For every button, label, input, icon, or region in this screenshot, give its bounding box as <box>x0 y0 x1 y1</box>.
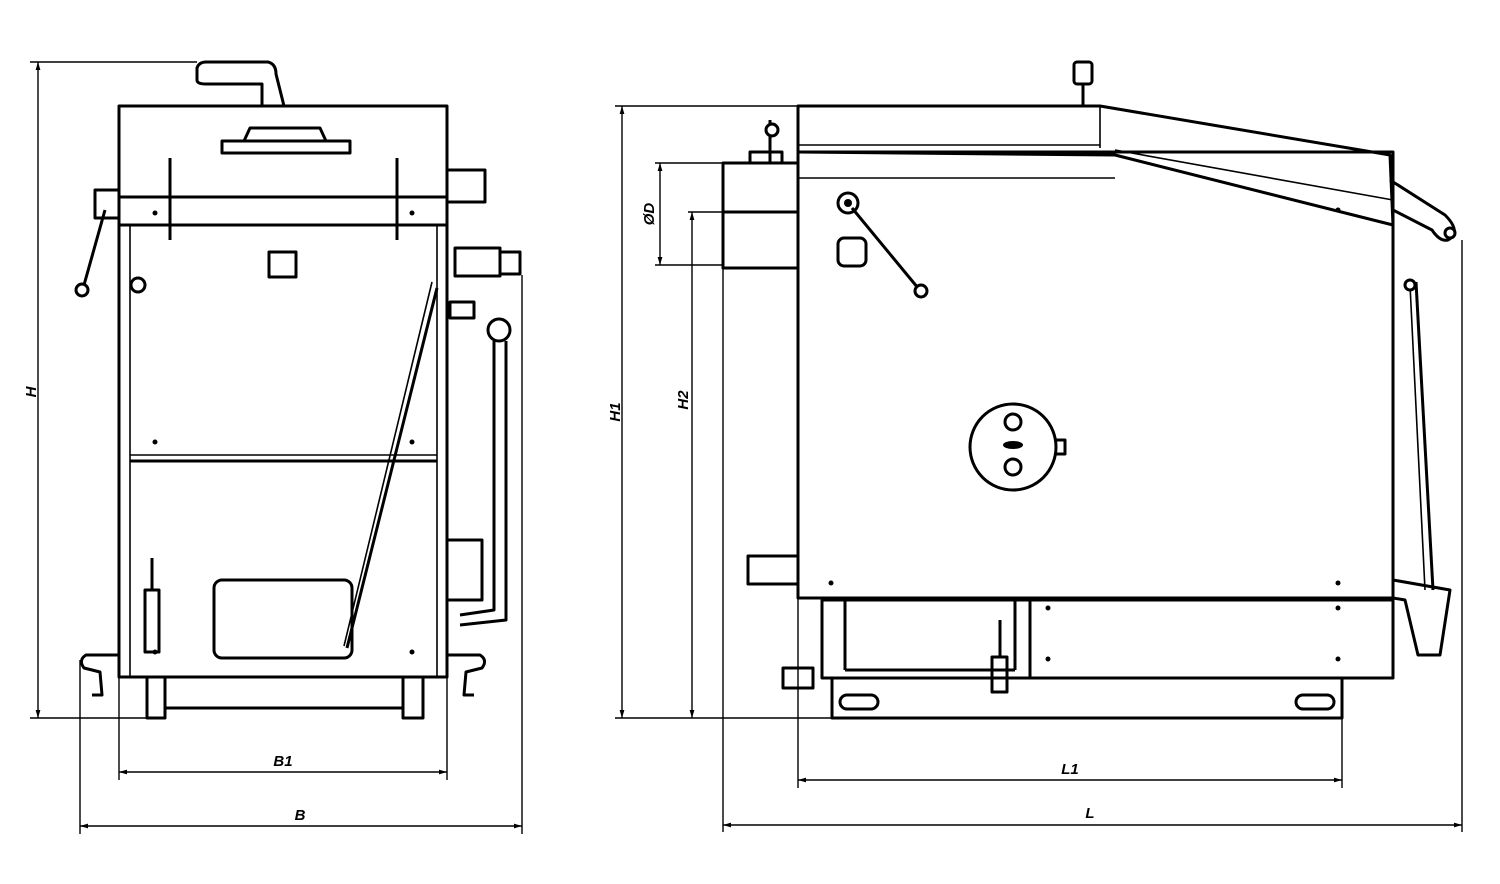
rear-bracket <box>1392 578 1452 657</box>
dim-label-B: B <box>295 807 306 824</box>
dim-label-B1: B1 <box>273 753 292 770</box>
air-regulator-disc <box>968 402 1058 492</box>
ash-box <box>820 598 1395 680</box>
rear-chain <box>1414 281 1435 591</box>
left-foot <box>79 653 119 697</box>
front-body <box>117 223 449 679</box>
drawer-handle <box>990 655 1009 694</box>
top-cover <box>796 104 1395 227</box>
dim-label-L: L <box>1085 805 1094 822</box>
top-knob <box>1072 60 1094 86</box>
rear-arm <box>1389 178 1456 242</box>
ash-door-handle <box>143 588 161 654</box>
front-dimensions: H B1 B <box>23 61 523 834</box>
side-dimensions: H1 ØD H2 L1 L <box>607 105 1463 832</box>
left-lever <box>82 209 107 286</box>
return-pipe <box>746 554 800 586</box>
base-frame <box>830 676 1344 720</box>
dim-label-H1: H1 <box>607 402 624 421</box>
right-foot <box>447 653 487 697</box>
lid-vent-knob <box>242 126 328 142</box>
chain <box>345 287 439 649</box>
left-lever-mount <box>93 188 121 220</box>
dim-label-L1: L1 <box>1061 761 1079 778</box>
dim-label-H: H <box>23 385 40 397</box>
lid-vent <box>220 139 352 155</box>
side-pipe <box>459 341 508 627</box>
pipe-ball <box>486 317 512 343</box>
inspection-port <box>836 236 868 268</box>
base-legs <box>145 677 425 720</box>
dim-label-OD: ØD <box>641 203 658 226</box>
side-body <box>796 150 1395 600</box>
side-lever <box>850 207 920 289</box>
ash-door <box>212 578 354 660</box>
top-handle <box>195 60 286 108</box>
side-view <box>721 60 1457 720</box>
thermometer-icon <box>267 250 298 279</box>
dim-label-H2: H2 <box>675 390 692 410</box>
front-view <box>74 60 522 720</box>
flue-outlet <box>721 161 800 270</box>
